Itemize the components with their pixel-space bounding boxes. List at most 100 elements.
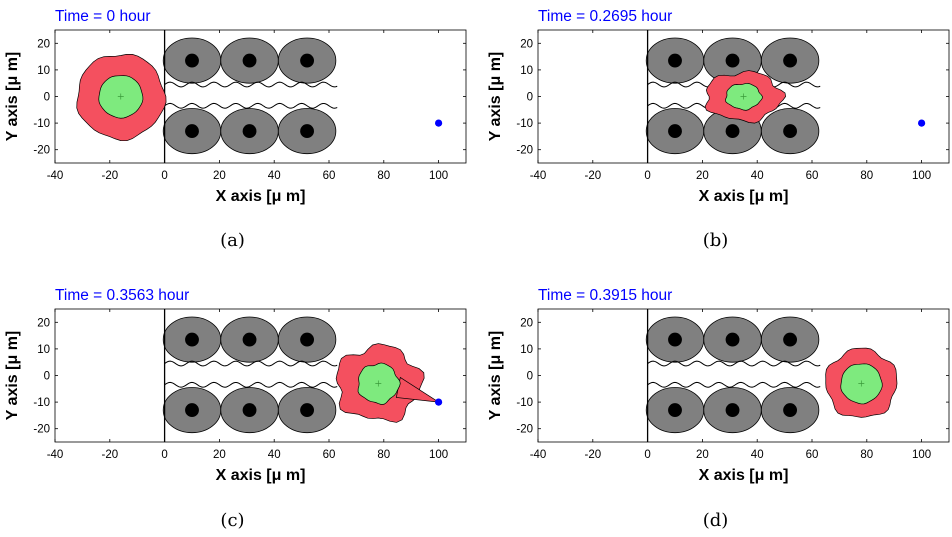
plot-area (645, 30, 926, 163)
nucleus-center-marker (858, 380, 865, 387)
obstacle-hole-3 (783, 53, 797, 68)
x-tick-label: -40 (47, 449, 64, 461)
y-tick-label: 20 (37, 38, 50, 50)
x-tick-label: -20 (101, 449, 118, 461)
x-tick-label: -40 (530, 449, 547, 461)
obstacle-hole-3 (300, 332, 314, 347)
x-tick-label: 100 (912, 449, 931, 461)
chart-title: Time = 0.2695 hour (538, 8, 672, 25)
plot-area (162, 309, 443, 442)
x-tick-label: 80 (377, 449, 390, 461)
obstacle-hole-5 (242, 403, 257, 417)
x-axis-label: X axis [μ m] (699, 467, 789, 484)
x-tick-label: 20 (696, 449, 709, 461)
x-tick-label: 60 (323, 170, 336, 182)
y-tick-label: 10 (520, 344, 533, 356)
target-point (435, 119, 443, 127)
chart-title: Time = 0 hour (55, 8, 150, 25)
y-tick-label: -20 (33, 145, 50, 157)
y-tick-label: 10 (37, 65, 50, 77)
target-point (435, 398, 443, 406)
x-axis-label: X axis [μ m] (216, 467, 306, 484)
y-tick-label: 10 (37, 344, 50, 356)
x-tick-label: 0 (644, 449, 650, 461)
nucleus-center-marker (117, 93, 124, 100)
obstacle-hole-5 (725, 403, 740, 417)
chart-title: Time = 0.3915 hour (538, 287, 672, 304)
panel-caption: (d) (703, 510, 729, 531)
x-axis-label: X axis [μ m] (216, 188, 306, 205)
x-tick-label: 80 (860, 449, 873, 461)
x-tick-label: 60 (323, 449, 336, 461)
obstacle-hole-5 (725, 124, 740, 138)
x-tick-label: 0 (161, 449, 167, 461)
x-tick-label: 80 (860, 170, 873, 182)
y-axis-label: Y axis [μ m] (4, 331, 21, 421)
x-tick-label: 100 (429, 449, 448, 461)
x-tick-label: 0 (161, 170, 167, 182)
x-tick-label: 20 (696, 170, 709, 182)
obstacle-hole-6 (783, 403, 797, 417)
nucleus-center-marker (375, 380, 382, 387)
panel-caption: (c) (220, 510, 244, 531)
x-tick-label: 60 (806, 170, 819, 182)
target-point (918, 119, 926, 127)
obstacle-hole-2 (725, 53, 740, 68)
y-tick-label: 20 (520, 38, 533, 50)
x-tick-label: 40 (268, 449, 281, 461)
obstacle-hole-2 (242, 53, 257, 68)
obstacle-hole-6 (300, 403, 314, 417)
x-tick-label: 80 (377, 170, 390, 182)
y-tick-label: 0 (44, 371, 50, 383)
panel-caption: (a) (220, 230, 245, 251)
y-tick-label: -20 (516, 424, 533, 436)
y-tick-label: 0 (527, 371, 533, 383)
channel-boundary-lower (164, 102, 338, 109)
channel-boundary-upper (164, 360, 338, 367)
channel-boundary-upper (647, 360, 821, 367)
x-tick-label: 100 (429, 170, 448, 182)
obstacle-hole-1 (185, 332, 199, 347)
chart-title: Time = 0.3563 hour (55, 287, 189, 304)
channel-boundary-lower (647, 381, 821, 388)
x-tick-label: -20 (101, 170, 118, 182)
x-tick-label: -20 (584, 449, 601, 461)
y-tick-label: -20 (516, 145, 533, 157)
obstacle-hole-3 (783, 332, 797, 347)
y-axis-label: Y axis [μ m] (487, 331, 504, 421)
obstacle-hole-1 (668, 332, 682, 347)
x-tick-label: 100 (912, 170, 931, 182)
obstacle-hole-6 (300, 124, 314, 138)
obstacle-hole-1 (668, 53, 682, 68)
obstacle-hole-4 (668, 403, 682, 417)
x-tick-label: 40 (751, 449, 764, 461)
nucleus-center-marker (740, 93, 747, 100)
y-tick-label: -10 (33, 118, 50, 130)
x-axis-label: X axis [μ m] (699, 188, 789, 205)
y-tick-label: 20 (520, 317, 533, 329)
x-tick-label: 20 (213, 449, 226, 461)
y-tick-label: 20 (37, 317, 50, 329)
cell-nucleus (725, 83, 763, 111)
y-axis-label: Y axis [μ m] (487, 52, 504, 142)
obstacle-hole-2 (725, 332, 740, 347)
obstacle-hole-3 (300, 53, 314, 68)
x-tick-label: -20 (584, 170, 601, 182)
channel-boundary-lower (164, 381, 338, 388)
y-axis-label: Y axis [μ m] (4, 52, 21, 142)
channel-boundary-upper (164, 81, 338, 88)
obstacle-hole-4 (185, 124, 199, 138)
y-tick-label: 10 (520, 65, 533, 77)
obstacle-hole-4 (185, 403, 199, 417)
x-tick-label: 0 (644, 170, 650, 182)
obstacle-hole-5 (242, 124, 257, 138)
obstacle-hole-2 (242, 332, 257, 347)
x-tick-label: 40 (268, 170, 281, 182)
x-tick-label: -40 (47, 170, 64, 182)
obstacle-hole-1 (185, 53, 199, 68)
y-tick-label: -10 (516, 397, 533, 409)
